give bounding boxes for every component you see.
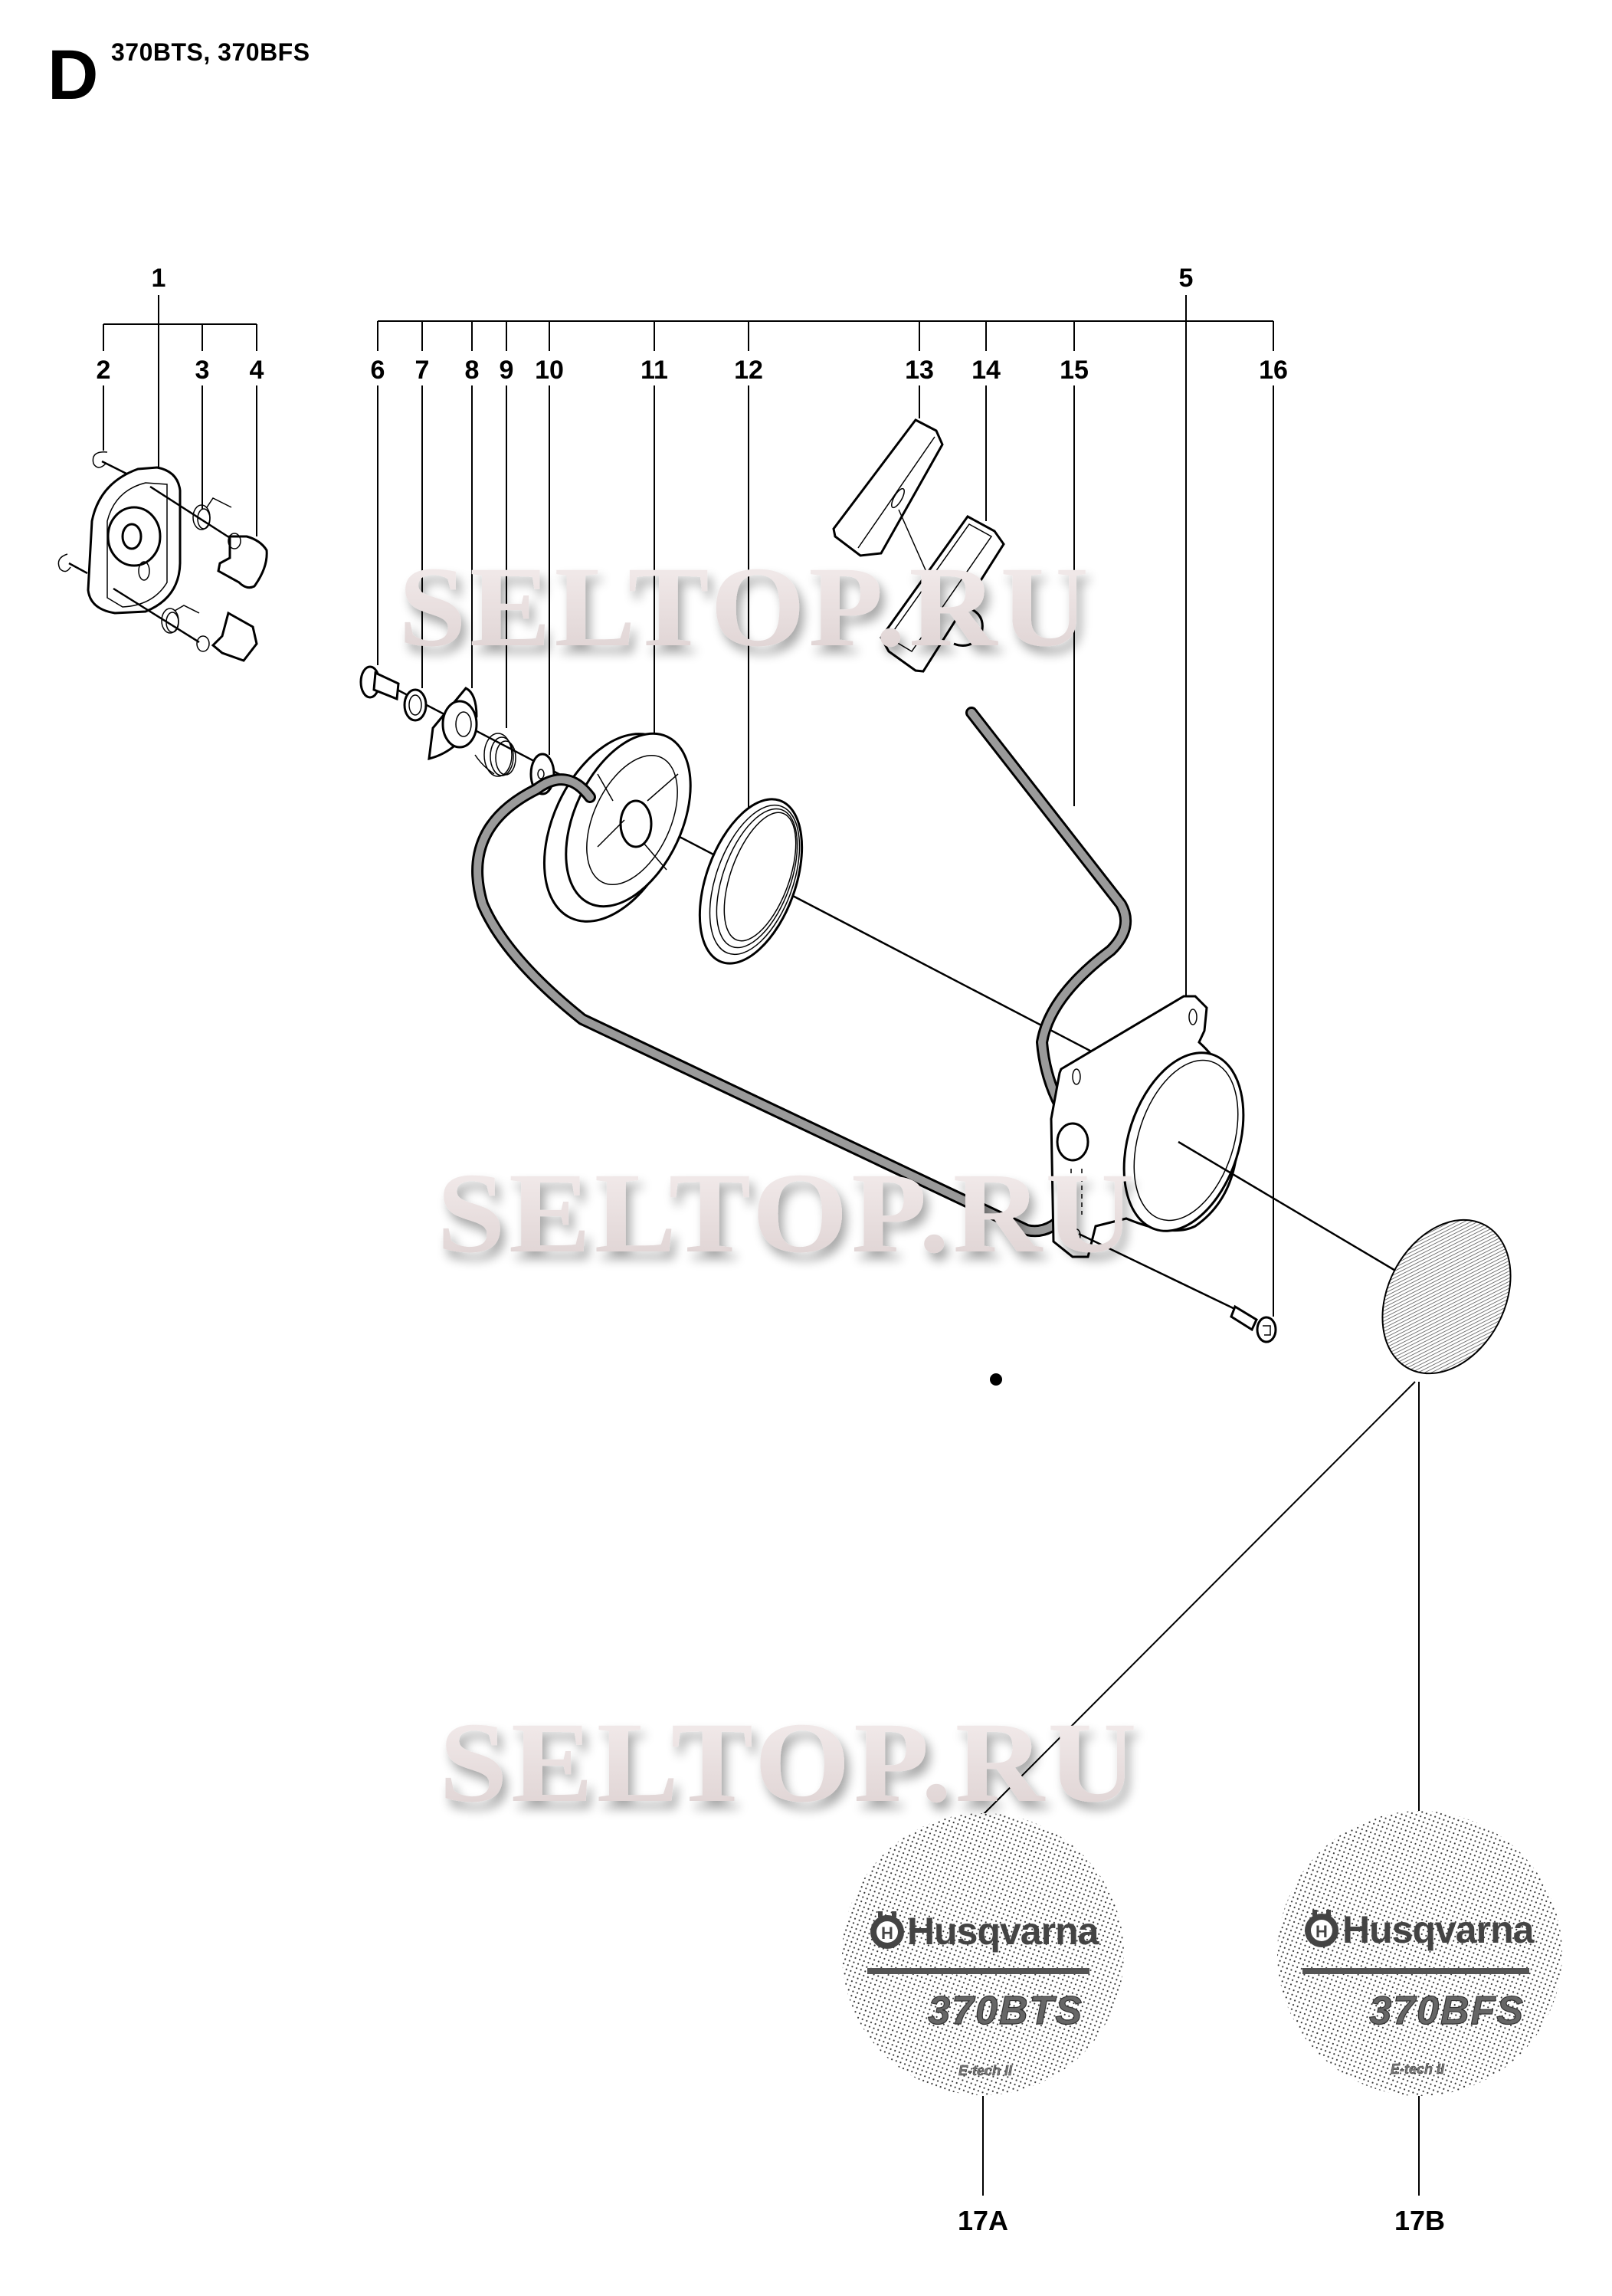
model-title: 370BTS, 370BFS (111, 38, 310, 66)
callout-tree-main (377, 295, 1274, 1317)
callout-16: 16 (1259, 356, 1288, 385)
part-4-pawl-upper (217, 533, 268, 589)
cover-axis (1178, 1140, 1401, 1275)
screw-axis (1078, 1232, 1242, 1314)
part-2-e-clip-lower (57, 553, 71, 572)
callout-14: 14 (971, 356, 1001, 385)
callout-8: 8 (465, 356, 480, 385)
leader-17A-diagonal (983, 1381, 1416, 1815)
part-15-starter-rope (471, 707, 1132, 1386)
callout-6: 6 (371, 356, 385, 385)
watermark-3: SELTOP.RU (439, 1699, 1140, 1826)
watermark-1: SELTOP.RU (398, 543, 1092, 671)
part-3-spring-upper (192, 497, 232, 530)
part-9-spring (474, 733, 516, 777)
part-4-pawl-lower (196, 611, 258, 662)
callout-2: 2 (97, 356, 111, 385)
callout-9: 9 (500, 356, 514, 385)
callout-4: 4 (250, 356, 264, 385)
part-16-screw (1230, 1304, 1277, 1343)
decal-17A: H Husqvarna 370BTS E-tech II (842, 1813, 1124, 2095)
callout-13: 13 (905, 356, 934, 385)
callout-5: 5 (1179, 264, 1194, 293)
husqvarna-logo-icon: H (870, 1911, 904, 1949)
husqvarna-logo-icon: H (1305, 1910, 1338, 1947)
svg-text:H: H (881, 1924, 893, 1943)
watermark-2: SELTOP.RU (437, 1150, 1138, 1277)
decal-17B-brand: Husqvarna (1342, 1908, 1535, 1951)
part-1-pawl-plate-assembly (57, 451, 268, 662)
part-8-pawl-guide (428, 687, 478, 760)
part-12-recoil-spring (698, 798, 804, 965)
cover-disc (1381, 1219, 1512, 1375)
callout-3: 3 (195, 356, 210, 385)
callout-1: 1 (152, 264, 166, 293)
part-6-center-screw (359, 665, 400, 701)
part-5-starter-housing (1050, 995, 1245, 1258)
callout-12: 12 (734, 356, 763, 385)
callout-17A: 17A (958, 2205, 1008, 2236)
part-2-e-clip-upper (92, 451, 108, 468)
callout-15: 15 (1060, 356, 1089, 385)
callout-7: 7 (415, 356, 430, 385)
part-3-spring-lower (161, 605, 200, 634)
section-letter: D (48, 36, 99, 114)
svg-text:H: H (1315, 1922, 1328, 1941)
decal-17A-model: 370BTS (928, 1989, 1083, 2033)
decal-17B-model: 370BFS (1369, 1989, 1525, 2033)
decal-17B: H Husqvarna 370BFS E-tech II (1277, 1811, 1562, 2096)
callout-17B: 17B (1394, 2205, 1445, 2236)
watermarks: SELTOP.RU SELTOP.RU SELTOP.RU (398, 543, 1140, 1826)
callout-11: 11 (641, 356, 668, 385)
decal-17A-subtitle: E-tech II (958, 2063, 1013, 2078)
callout-10: 10 (535, 356, 564, 385)
decal-17A-brand: Husqvarna (907, 1910, 1100, 1953)
part-7-washer (403, 688, 428, 722)
decal-17B-subtitle: E-tech II (1391, 2061, 1445, 2077)
callout-tree-left (103, 295, 257, 536)
part-11-pulley (542, 732, 692, 923)
part-14-handle (880, 515, 1005, 673)
